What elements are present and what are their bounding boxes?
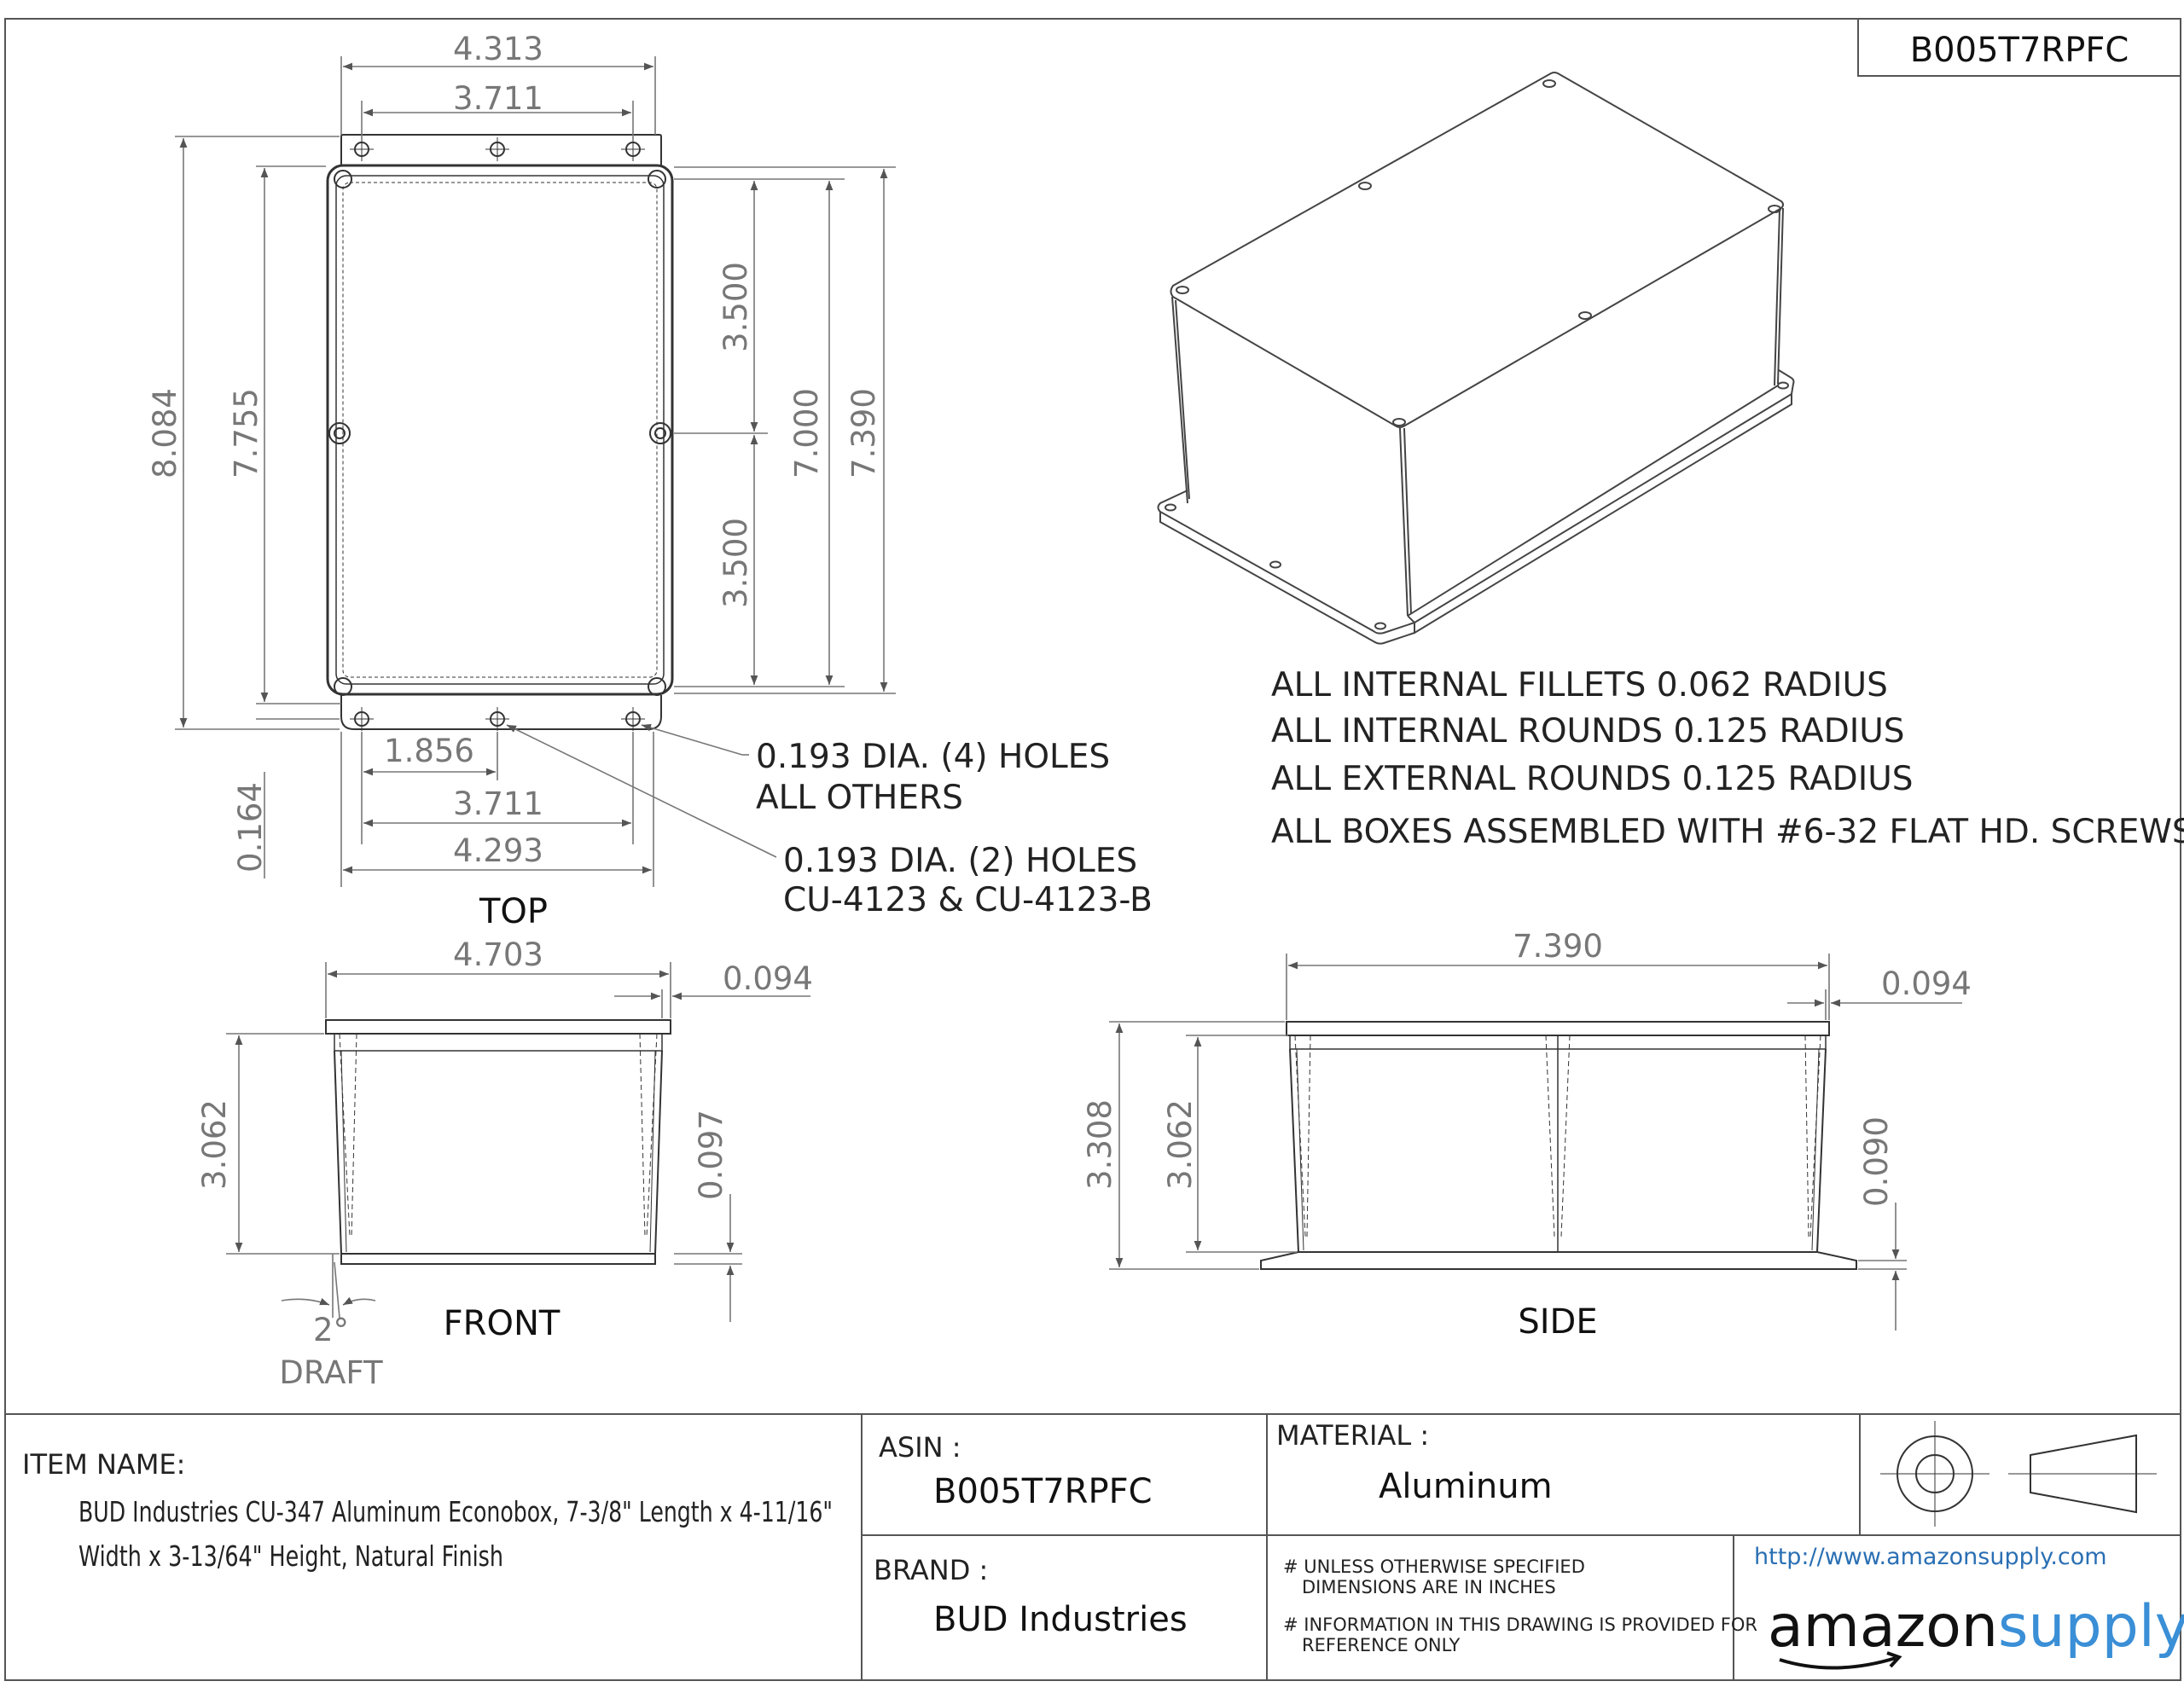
general-notes: ALL INTERNAL FILLETS 0.062 RADIUS ALL IN… [1271, 666, 2184, 851]
logo-smile-icon [1779, 1656, 1896, 1670]
brand-label: BRAND : [874, 1554, 988, 1586]
top-view-flange [340, 134, 662, 730]
top-view-dimensions [175, 56, 896, 887]
side-view-label: SIDE [1518, 1302, 1597, 1342]
dim-base-width: 4.293 [453, 832, 543, 869]
callout-holes-cu4123-line1: 0.193 DIA. (2) HOLES [783, 842, 1137, 880]
item-name-label: ITEM NAME: [22, 1448, 185, 1481]
dim-hole-spacing-top: 3.711 [453, 80, 543, 117]
material-label: MATERIAL : [1276, 1419, 1429, 1452]
sheet-id-box: B005T7RPFC [1857, 18, 2181, 77]
sheet-id: B005T7RPFC [1910, 31, 2129, 70]
side-view [1260, 1021, 1857, 1270]
callout-holes-all-others-line2: ALL OTHERS [756, 779, 963, 817]
front-dim-width: 4.703 [453, 936, 543, 973]
side-dim-overall-height: 3.308 [1082, 1099, 1118, 1190]
front-dim-wall: 0.097 [693, 1110, 729, 1200]
note-assembly-screws: ALL BOXES ASSEMBLED WITH #6-32 FLAT HD. … [1271, 813, 2184, 851]
top-view-mounting-holes [350, 137, 645, 731]
title-block [5, 1413, 2181, 1680]
top-view-screw-bosses [328, 170, 671, 696]
front-draft-angle: 2° [313, 1312, 349, 1348]
dim-flange: 0.164 [232, 782, 269, 872]
amazonsupply-logo: amazonsupply [1768, 1593, 2184, 1661]
note-internal-fillets: ALL INTERNAL FILLETS 0.062 RADIUS [1271, 666, 1888, 704]
brand-value: BUD Industries [933, 1600, 1188, 1639]
title-block-text: ITEM NAME: BUD Industries CU-347 Aluminu… [22, 1419, 2184, 1670]
side-dim-length: 7.390 [1513, 928, 1603, 965]
top-view-label: TOP [479, 892, 548, 931]
logo-amazon: amazon [1768, 1593, 1998, 1661]
item-name-line2: Width x 3-13/64" Height, Natural Finish [78, 1539, 503, 1573]
dim-hole-span: 7.000 [788, 388, 825, 478]
side-dim-height: 3.062 [1162, 1099, 1199, 1190]
dim-hole-spacing-bottom: 3.711 [453, 786, 543, 822]
front-view-labels: 4.703 0.094 3.062 0.097 2° DRAFT FRONT [196, 936, 813, 1391]
callout-holes-all-others-line1: 0.193 DIA. (4) HOLES [756, 738, 1110, 776]
top-view-body-outer [326, 164, 674, 696]
supplier-url[interactable]: http://www.amazonsupply.com [1754, 1544, 2107, 1570]
logo-supply: supply [1998, 1593, 2184, 1661]
top-view-labels: 4.313 3.711 8.084 7.755 3.500 3.500 7.00… [147, 31, 1153, 931]
side-view-labels: 7.390 0.094 3.308 3.062 0.090 SIDE [1082, 928, 1972, 1342]
front-draft-label: DRAFT [279, 1354, 383, 1391]
note-units-line2: DIMENSIONS ARE IN INCHES [1302, 1577, 1556, 1597]
dim-center: 1.856 [384, 733, 474, 769]
note-external-rounds: ALL EXTERNAL ROUNDS 0.125 RADIUS [1271, 760, 1914, 798]
dim-overall-width: 4.313 [453, 31, 543, 67]
side-dim-lip: 0.094 [1881, 965, 1972, 1002]
top-view [326, 134, 674, 731]
front-view-label: FRONT [444, 1304, 561, 1343]
logo-smile-arrow [1886, 1651, 1902, 1668]
dim-half-a: 3.500 [717, 262, 754, 352]
front-dim-height: 3.062 [196, 1099, 233, 1190]
sheet-border [4, 18, 2181, 1681]
dim-inner-length: 7.755 [228, 388, 264, 478]
front-view-dimensions [226, 962, 810, 1322]
material-value: Aluminum [1379, 1467, 1553, 1506]
top-view-body-inner [335, 175, 665, 685]
item-name-line1: BUD Industries CU-347 Aluminum Econobox,… [78, 1495, 833, 1528]
top-view-cavity [342, 182, 658, 678]
note-reference-line2: REFERENCE ONLY [1302, 1635, 1461, 1655]
isometric-view [1157, 72, 1795, 645]
dim-body-length: 7.390 [845, 388, 882, 478]
dim-overall-length: 8.084 [147, 388, 183, 478]
note-internal-rounds: ALL INTERNAL ROUNDS 0.125 RADIUS [1271, 712, 1905, 751]
dim-half-b: 3.500 [717, 518, 754, 608]
side-view-dimensions [1109, 954, 1962, 1330]
side-dim-flange: 0.090 [1858, 1116, 1895, 1207]
callout-holes-cu4123-line2: CU-4123 & CU-4123-B [783, 881, 1153, 919]
projection-symbol-icon [1880, 1421, 2157, 1527]
asin-value: B005T7RPFC [933, 1472, 1153, 1511]
front-view [325, 1019, 671, 1265]
front-dim-lip: 0.094 [723, 960, 813, 997]
note-reference-line1: # INFORMATION IN THIS DRAWING IS PROVIDE… [1283, 1615, 1757, 1635]
asin-label: ASIN : [879, 1431, 961, 1464]
note-units-line1: # UNLESS OTHERWISE SPECIFIED [1283, 1557, 1585, 1577]
